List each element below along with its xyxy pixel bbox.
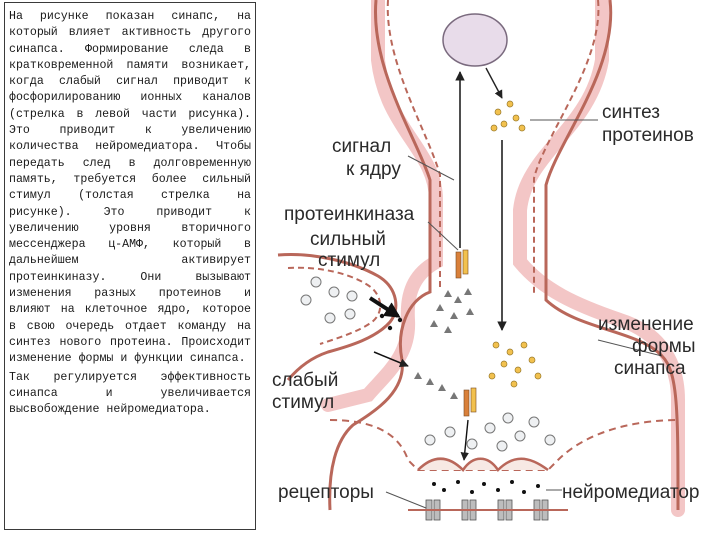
label-neurotransmitter: нейромедиатор	[562, 482, 700, 503]
lower-terminal-base	[417, 457, 549, 472]
protein-kinase-lower	[463, 387, 477, 417]
strong-stimulus-arrow	[368, 296, 401, 318]
label-signal-line1: сигнал	[332, 136, 391, 157]
label-synthesis-line2: протеинов	[602, 125, 694, 146]
label-receptors: рецепторы	[278, 482, 374, 503]
presynaptic-terminal	[277, 252, 398, 381]
kinase-arrow	[460, 419, 469, 461]
nucleus-arrow	[485, 67, 503, 99]
vesicles-left	[300, 276, 358, 324]
description-paragraph-1: На рисунке показан синапс, на который вл…	[9, 10, 251, 366]
label-change-line1: изменение	[598, 314, 694, 335]
label-change-line3: синапса	[614, 358, 686, 379]
label-change-line2: формы	[632, 336, 696, 357]
nucleus	[442, 13, 508, 67]
lower-terminal	[329, 419, 679, 471]
label-strong-line2: стимул	[318, 250, 380, 271]
camp-molecules	[414, 288, 474, 399]
label-weak-line2: стимул	[272, 392, 334, 413]
neuron-membrane	[328, 0, 680, 511]
leader-signal	[407, 155, 455, 181]
vesicles-lower	[424, 412, 556, 452]
weak-stimulus-arrow	[373, 351, 409, 368]
membrane-glow	[321, 0, 685, 517]
label-kinase: протеинкиназа	[284, 204, 415, 225]
label-signal-line2: к ядру	[346, 159, 401, 180]
leader-kinase	[427, 221, 459, 251]
leader-change	[597, 339, 663, 357]
protein-kinase-upper	[455, 249, 469, 279]
protein-cluster-middle	[488, 341, 542, 388]
label-weak-line1: слабый	[272, 370, 338, 391]
synapse-diagram: синтез протеинов сигнал к ядру протеинки…	[272, 0, 700, 521]
neuron-membrane-inner	[386, 0, 600, 296]
label-strong-line1: сильный	[310, 229, 386, 250]
description-panel: На рисунке показан синапс, на который вл…	[4, 2, 256, 530]
protein-cluster-top	[490, 100, 526, 132]
label-synthesis-line1: синтез	[602, 102, 660, 123]
description-paragraph-2: Так регулируется эффективность синапса и…	[9, 370, 251, 417]
presynaptic-terminal-inner	[287, 266, 382, 345]
leader-receptors	[385, 491, 427, 509]
